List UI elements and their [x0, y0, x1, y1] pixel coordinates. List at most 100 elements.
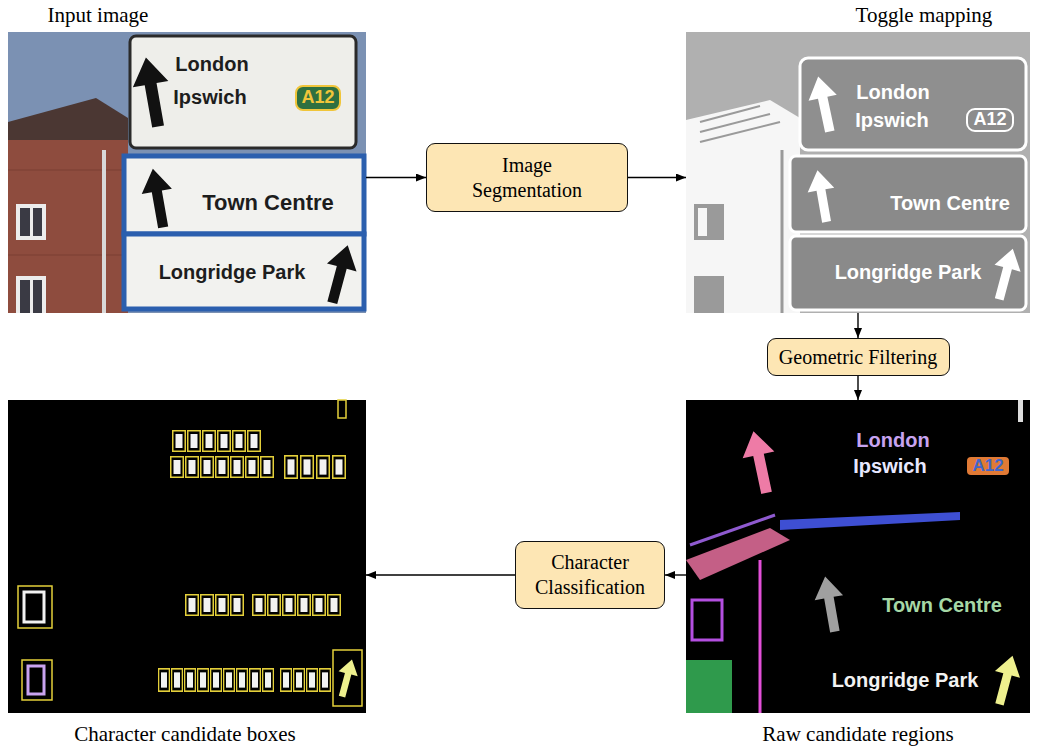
candidate-boxes-image — [237, 669, 248, 691]
raw-regions-image — [759, 560, 762, 713]
candidate-boxes-image — [268, 595, 281, 616]
sign-text: London — [175, 53, 248, 75]
candidate-boxes-image — [218, 431, 231, 452]
candidate-boxes-image — [233, 431, 246, 452]
toggle-map-image — [686, 32, 1030, 313]
input-photo — [138, 166, 178, 230]
toggle-map-image — [694, 276, 724, 313]
raw-regions-image — [690, 515, 775, 545]
candidate-boxes-image — [172, 669, 183, 691]
candidate-boxes-image — [338, 400, 346, 418]
flow-arrow — [366, 177, 426, 178]
image-panel: Character candidate boxes — [8, 400, 366, 713]
raw-regions-image — [692, 600, 722, 640]
raw-regions-image — [686, 660, 732, 713]
candidate-boxes-image — [298, 595, 311, 616]
sign-text: London — [856, 81, 929, 103]
candidate-boxes-image — [201, 595, 214, 616]
process-box: Character Classification — [515, 541, 665, 609]
candidate-boxes-image — [203, 431, 216, 452]
toggle-map-image — [686, 100, 800, 313]
candidate-boxes-image — [333, 650, 362, 706]
candidate-boxes-image — [18, 586, 52, 628]
input-photo — [124, 156, 364, 234]
candidate-boxes-image — [8, 400, 366, 713]
candidate-boxes-image — [231, 595, 244, 616]
toggle-map-image — [781, 150, 784, 313]
candidate-boxes-image — [301, 456, 314, 478]
panel-caption: Input image — [48, 3, 149, 27]
toggle-map-image — [804, 74, 844, 135]
input-photo — [130, 36, 356, 148]
sign-text: A12 — [967, 457, 1008, 476]
toggle-map-image — [694, 204, 724, 240]
candidate-boxes-image — [283, 595, 296, 616]
sign-text: Ipswich — [853, 455, 926, 477]
candidate-boxes-image — [188, 431, 201, 452]
input-photo — [8, 32, 366, 313]
process-label: Geometric Filtering — [779, 345, 937, 370]
flow-arrow — [665, 574, 686, 575]
process-box: Geometric Filtering — [767, 338, 950, 376]
sign-text: London — [856, 429, 929, 451]
candidate-boxes-image — [281, 669, 292, 691]
raw-regions-image — [686, 528, 790, 580]
sign-text: Town Centre — [202, 191, 334, 215]
candidate-boxes-image — [294, 669, 305, 691]
candidate-boxes-image — [186, 457, 199, 478]
toggle-map-image — [790, 156, 1026, 232]
input-photo — [8, 140, 128, 313]
raw-regions-image — [1018, 400, 1023, 422]
candidate-boxes-image — [246, 457, 259, 478]
candidate-boxes-image — [333, 456, 346, 478]
flow-arrow — [366, 574, 515, 575]
input-photo — [20, 208, 30, 236]
candidate-boxes-image — [328, 595, 341, 616]
process-label: Image Segmentation — [452, 153, 602, 203]
candidate-boxes-image — [186, 595, 199, 616]
candidate-boxes-image — [317, 456, 330, 478]
candidate-boxes-image — [307, 669, 318, 691]
input-photo — [128, 54, 176, 129]
raw-regions-image — [811, 574, 849, 634]
flow-arrow — [857, 376, 858, 400]
process-box: Image Segmentation — [426, 143, 628, 212]
toggle-map-image — [698, 208, 707, 236]
candidate-boxes-image — [8, 400, 366, 713]
sign-text: Longridge Park — [159, 261, 306, 283]
candidate-boxes-image — [313, 595, 326, 616]
input-photo — [102, 150, 106, 313]
candidate-boxes-image — [185, 669, 196, 691]
candidate-boxes-image — [261, 457, 274, 478]
input-photo — [33, 208, 42, 236]
candidate-boxes-image — [216, 595, 229, 616]
candidate-boxes-image — [320, 669, 331, 691]
sign-text: Longridge Park — [832, 669, 979, 691]
process-label: Character Classification — [527, 550, 653, 600]
panel-caption: Toggle mapping — [856, 3, 993, 27]
input-photo — [20, 280, 30, 313]
toggle-map-image — [700, 114, 770, 132]
toggle-map-image — [986, 245, 1026, 303]
candidate-boxes-image — [285, 456, 298, 478]
candidate-boxes-image — [28, 666, 44, 694]
raw-regions-image — [686, 400, 1030, 713]
sign-text: A12 — [295, 85, 340, 111]
candidate-boxes-image — [171, 457, 184, 478]
input-photo — [8, 170, 128, 171]
sign-text: Ipswich — [173, 86, 246, 108]
input-photo — [318, 241, 363, 306]
panel-caption: Raw candidate regions — [762, 722, 953, 746]
sign-text: Ipswich — [855, 109, 928, 131]
candidate-boxes-image — [198, 669, 209, 691]
candidate-boxes-image — [22, 660, 52, 700]
sign-text: Town Centre — [890, 192, 1010, 214]
candidate-boxes-image — [211, 669, 222, 691]
candidate-boxes-image — [250, 669, 261, 691]
candidate-boxes-image — [263, 669, 274, 691]
raw-regions-image — [686, 400, 1030, 713]
input-photo — [16, 204, 46, 240]
input-photo — [8, 98, 128, 140]
candidate-boxes-image — [216, 457, 229, 478]
input-photo — [124, 234, 364, 309]
